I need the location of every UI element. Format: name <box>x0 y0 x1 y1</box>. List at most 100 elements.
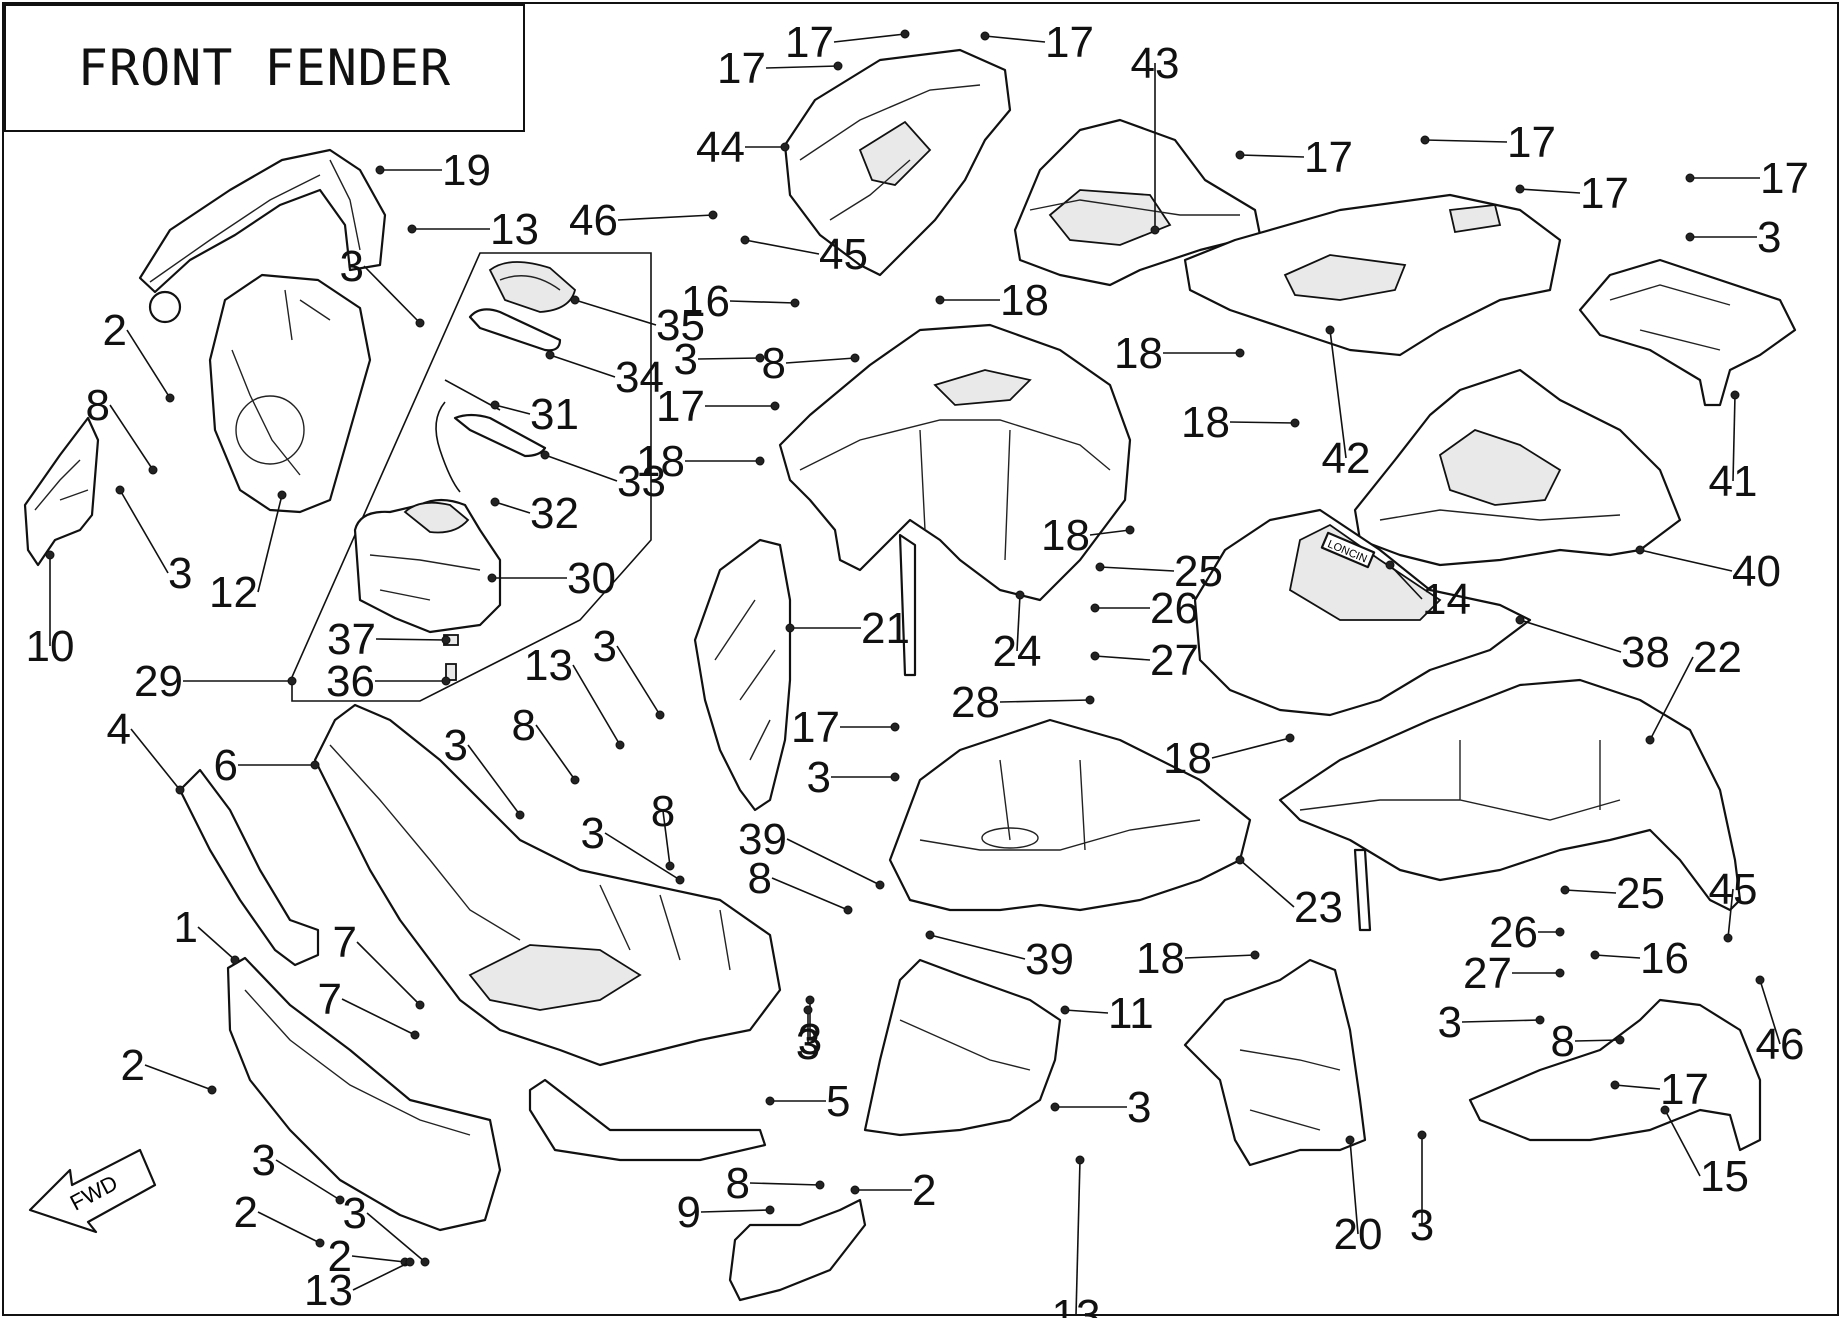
fastener-marker <box>1150 225 1160 235</box>
fastener-marker <box>207 1085 217 1095</box>
fastener-marker <box>1125 525 1135 535</box>
leader-line <box>467 744 521 816</box>
fastener-marker <box>675 875 685 885</box>
callout-17: 17 <box>656 382 705 431</box>
part-42-rear-panel <box>1183 193 1562 357</box>
part-4-trim <box>178 768 320 967</box>
leader-line <box>572 664 621 746</box>
fastener-marker <box>410 1030 420 1040</box>
callout-3: 3 <box>674 335 698 384</box>
callout-18: 18 <box>1000 276 1049 325</box>
leader-line <box>1519 619 1622 653</box>
callout-5: 5 <box>826 1077 850 1126</box>
leader-line <box>1759 979 1781 1045</box>
callout-43: 43 <box>1131 39 1180 88</box>
callout-1: 1 <box>174 903 198 952</box>
leader-line <box>729 300 796 304</box>
callout-45: 45 <box>819 230 868 279</box>
fastener-marker <box>770 401 780 411</box>
leader-line <box>257 1211 321 1244</box>
callout-16: 16 <box>681 277 730 326</box>
callout-28: 28 <box>951 678 1000 727</box>
callout-8: 8 <box>1551 1017 1575 1066</box>
leader-line <box>765 65 839 69</box>
fastener-marker <box>1723 933 1733 943</box>
leader-line <box>1594 954 1641 959</box>
fastener-marker <box>1235 150 1245 160</box>
fastener-marker <box>875 880 885 890</box>
leader-line <box>494 404 531 415</box>
callout-17: 17 <box>1507 118 1556 167</box>
leader-line <box>366 1212 426 1263</box>
leader-line <box>1664 1109 1701 1177</box>
fastener-marker <box>441 676 451 686</box>
part-10-bracket <box>23 416 100 567</box>
fastener-marker <box>1615 1035 1625 1045</box>
callout-27: 27 <box>1150 636 1199 685</box>
callout-30: 30 <box>567 554 616 603</box>
callout-21: 21 <box>861 604 910 653</box>
fastener-marker <box>1385 560 1395 570</box>
fastener-marker <box>405 1257 415 1267</box>
part-15-trim <box>1468 998 1762 1152</box>
fastener-marker <box>545 350 555 360</box>
callout-12: 12 <box>209 568 258 617</box>
callout-8: 8 <box>726 1159 750 1208</box>
callout-8: 8 <box>512 701 536 750</box>
callout-23: 23 <box>1294 883 1343 932</box>
callout-3: 3 <box>1438 998 1462 1047</box>
callout-26: 26 <box>1489 908 1538 957</box>
fastener-marker <box>490 400 500 410</box>
fastener-marker <box>165 393 175 403</box>
fastener-marker <box>407 224 417 234</box>
fastener-marker <box>515 810 525 820</box>
fastener-marker <box>803 1005 813 1015</box>
callout-3: 3 <box>1127 1083 1151 1132</box>
fastener-marker <box>1730 390 1740 400</box>
leader-line <box>1211 737 1291 759</box>
part-1-lower-bumper <box>226 956 502 1232</box>
callout-2: 2 <box>121 1041 145 1090</box>
leader-line <box>1229 421 1296 424</box>
fastener-marker <box>1235 348 1245 358</box>
callout-17: 17 <box>1304 133 1353 182</box>
leader-line <box>617 214 714 221</box>
callout-8: 8 <box>86 381 110 430</box>
callout-39: 39 <box>738 815 787 864</box>
fastener-marker <box>415 1000 425 1010</box>
callout-14: 14 <box>1422 575 1471 624</box>
fastener-marker <box>665 861 675 871</box>
fastener-marker <box>1555 927 1565 937</box>
callout-3: 3 <box>798 1015 822 1064</box>
fastener-marker <box>1685 173 1695 183</box>
fastener-marker <box>1285 733 1295 743</box>
leader-line <box>749 1182 821 1186</box>
fastener-marker <box>1560 885 1570 895</box>
callout-37: 37 <box>327 615 376 664</box>
fastener-marker <box>900 29 910 39</box>
fastener-marker <box>755 456 765 466</box>
callout-35: 35 <box>656 301 705 350</box>
leader-line <box>356 941 421 1006</box>
callout-38: 38 <box>1621 628 1670 677</box>
callout-17: 17 <box>1580 169 1629 218</box>
fastener-marker <box>980 31 990 41</box>
leader-line <box>574 299 657 326</box>
fastener-marker <box>1075 1155 1085 1165</box>
fastener-marker <box>1535 1015 1545 1025</box>
fastener-marker <box>1090 651 1100 661</box>
leader-line <box>1329 329 1347 459</box>
fastener-marker <box>785 623 795 633</box>
callout-17: 17 <box>785 18 834 67</box>
leader-line <box>130 728 181 791</box>
fastener-marker <box>420 1257 430 1267</box>
leader-line <box>1075 1159 1081 1316</box>
leader-line <box>929 934 1026 960</box>
fastener-marker <box>1755 975 1765 985</box>
callout-17: 17 <box>1760 154 1809 203</box>
callout-2: 2 <box>328 1232 352 1281</box>
callout-42: 42 <box>1322 434 1371 483</box>
callout-3: 3 <box>1757 213 1781 262</box>
part-12-inner-fender <box>208 273 372 514</box>
callout-3: 3 <box>1410 1201 1434 1250</box>
